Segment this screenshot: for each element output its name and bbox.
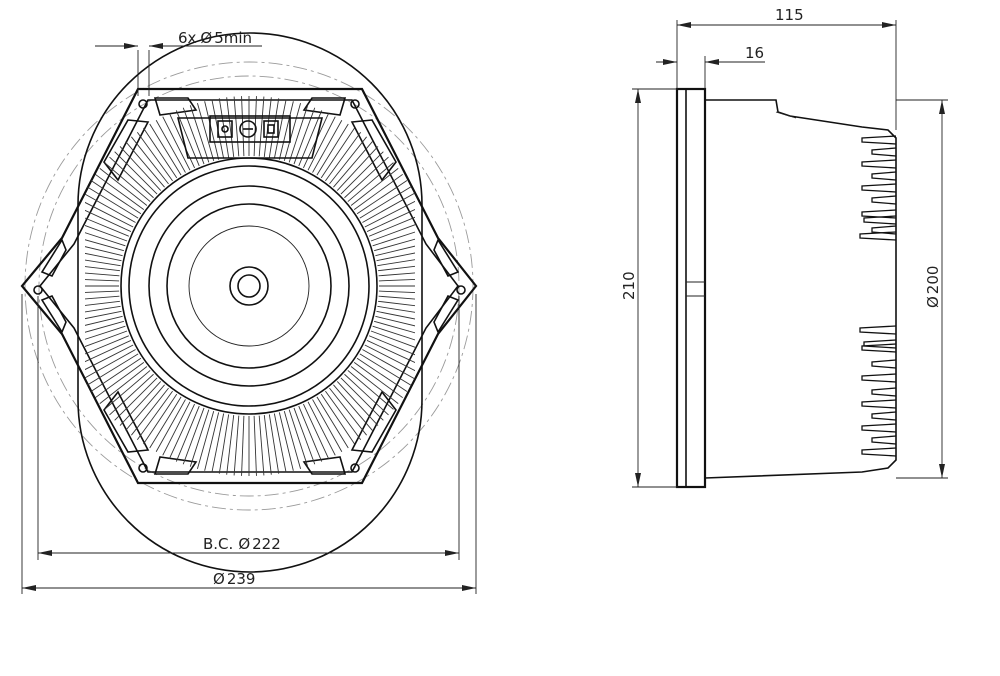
basket-outline [77,32,423,573]
flange [675,87,707,489]
bolt-circle-symbol: Ø [238,535,250,553]
outer-dia-value: 239 [227,570,256,588]
overall-depth-value: 115 [775,6,804,24]
outer-dia-symbol: Ø [213,570,225,588]
holes-dia-symbol: Ø [200,29,212,47]
frame-inner-outline [38,99,460,473]
mounting-tabs [40,97,460,475]
frame-outline [20,87,478,485]
side-view [675,87,897,489]
outer-reference-circle [24,61,474,511]
dim-flange-thickness: 16 [656,44,765,89]
height-value: 210 [620,271,638,300]
front-view [20,32,478,573]
dim-basket-diameter: Ø200 [896,99,948,479]
cooling-fins [859,135,897,457]
dim-overall-depth: 115 [676,6,897,130]
basket-body [704,99,897,479]
dust-cap [229,266,269,306]
flange-thickness-value: 16 [745,44,764,62]
holes-value: 5min [214,29,252,47]
holes-count: 6x [178,29,197,47]
terminal-block [176,115,324,159]
grill-ribs [85,96,415,476]
bolt-circle-label: B.C. [203,535,233,553]
svg-text:Ø200: Ø200 [924,266,942,308]
mounting-holes [33,99,466,473]
basket-dia-value: 200 [924,266,942,295]
basket-dia-symbol: Ø [924,296,942,308]
bolt-circle-value: 222 [252,535,281,553]
cone [120,157,378,415]
dim-height: 210 [620,88,677,488]
